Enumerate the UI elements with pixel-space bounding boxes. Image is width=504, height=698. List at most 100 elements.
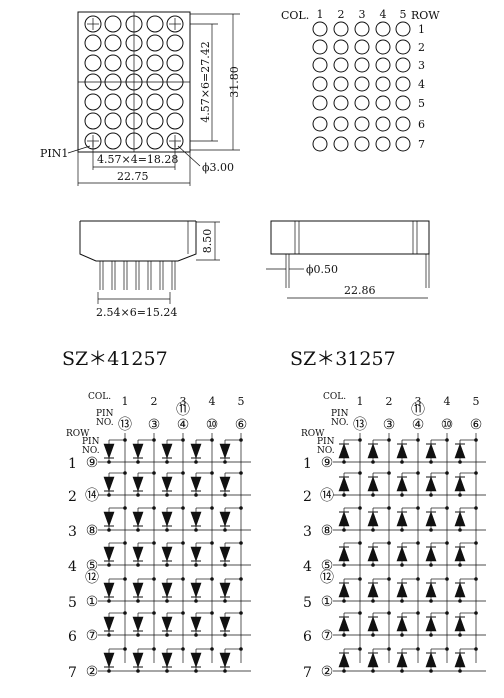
junction-dot bbox=[152, 577, 156, 581]
grid-dot bbox=[333, 39, 349, 55]
schem-row-pin: ① bbox=[321, 594, 334, 610]
led-diode bbox=[396, 652, 408, 668]
junction-dot bbox=[123, 577, 127, 581]
grid-dot bbox=[333, 76, 349, 92]
schem-col3-extra-pin: ⑪ bbox=[176, 402, 190, 418]
led-diode bbox=[103, 582, 115, 598]
junction-dot bbox=[181, 611, 185, 615]
schem-row4-extra-pin: ⑫ bbox=[320, 570, 334, 586]
led-diode bbox=[454, 582, 466, 598]
junction-dot bbox=[400, 528, 404, 532]
junction-dot bbox=[474, 438, 478, 442]
led-diode bbox=[454, 546, 466, 562]
grid-dot bbox=[333, 21, 349, 37]
schem-col-number: 1 bbox=[122, 395, 129, 408]
junction-dot bbox=[107, 528, 111, 532]
front-dot bbox=[146, 112, 164, 130]
schem-col-pin: ⑥ bbox=[235, 417, 248, 433]
schem-row-pin: ⑨ bbox=[321, 455, 334, 471]
led-diode bbox=[454, 652, 466, 668]
junction-dot bbox=[210, 506, 214, 510]
schem-row-number: 7 bbox=[303, 665, 312, 681]
schem-pin-label: NO. bbox=[96, 418, 114, 428]
grid-dot bbox=[333, 95, 349, 111]
junction-dot bbox=[371, 599, 375, 603]
junction-dot bbox=[239, 611, 243, 615]
schem-row-pin: ⑧ bbox=[86, 523, 99, 539]
led-diode bbox=[454, 476, 466, 492]
led-diode bbox=[338, 546, 350, 562]
junction-dot bbox=[458, 460, 462, 464]
led-diode bbox=[161, 652, 173, 668]
junction-dot bbox=[194, 493, 198, 497]
grid-dot bbox=[312, 57, 328, 73]
led-diode bbox=[219, 582, 231, 598]
junction-dot bbox=[181, 471, 185, 475]
grid-dot bbox=[333, 57, 349, 73]
junction-dot bbox=[210, 471, 214, 475]
grid-row-number: 3 bbox=[418, 59, 425, 72]
front-dot bbox=[84, 73, 102, 91]
junction-dot bbox=[107, 669, 111, 673]
junction-dot bbox=[400, 669, 404, 673]
junction-dot bbox=[181, 541, 185, 545]
front-dot bbox=[146, 73, 164, 91]
junction-dot bbox=[458, 633, 462, 637]
schem-col-number: 3 bbox=[415, 395, 422, 408]
front-dot bbox=[104, 93, 122, 111]
front-dot bbox=[166, 15, 184, 33]
front-dot bbox=[166, 112, 184, 130]
grid-col-number: 1 bbox=[317, 8, 324, 21]
led-diode bbox=[161, 511, 173, 527]
junction-dot bbox=[123, 647, 127, 651]
junction-dot bbox=[445, 577, 449, 581]
junction-dot bbox=[416, 647, 420, 651]
dim-col-pitch: 4.57×4=18.28 bbox=[97, 153, 178, 166]
front-dot bbox=[166, 34, 184, 52]
led-diode bbox=[103, 546, 115, 562]
schem-col-pin: ③ bbox=[383, 417, 396, 433]
front-dot bbox=[104, 112, 122, 130]
schem-col-number: 3 bbox=[180, 395, 187, 408]
junction-dot bbox=[358, 541, 362, 545]
junction-dot bbox=[165, 528, 169, 532]
front-dot bbox=[166, 54, 184, 72]
grid-dot bbox=[354, 57, 370, 73]
led-diode bbox=[396, 546, 408, 562]
junction-dot bbox=[165, 460, 169, 464]
schem-row-pin: ⑦ bbox=[86, 628, 99, 644]
led-diode bbox=[396, 616, 408, 632]
led-diode bbox=[161, 476, 173, 492]
front-dot bbox=[166, 73, 184, 91]
schem-col-number: 4 bbox=[444, 395, 451, 408]
junction-dot bbox=[210, 611, 214, 615]
junction-dot bbox=[123, 541, 127, 545]
schem-pin-label: PIN bbox=[317, 437, 335, 447]
led-diode bbox=[367, 582, 379, 598]
junction-dot bbox=[342, 669, 346, 673]
led-diode bbox=[103, 511, 115, 527]
junction-dot bbox=[223, 633, 227, 637]
junction-dot bbox=[371, 669, 375, 673]
junction-dot bbox=[165, 563, 169, 567]
schem-col-pin: ④ bbox=[412, 417, 425, 433]
junction-dot bbox=[239, 471, 243, 475]
junction-dot bbox=[152, 647, 156, 651]
junction-dot bbox=[210, 438, 214, 442]
led-diode bbox=[454, 443, 466, 459]
schem-row-label: ROW bbox=[301, 429, 325, 439]
junction-dot bbox=[416, 438, 420, 442]
junction-dot bbox=[416, 541, 420, 545]
junction-dot bbox=[210, 647, 214, 651]
junction-dot bbox=[445, 438, 449, 442]
junction-dot bbox=[371, 528, 375, 532]
schem-row-number: 1 bbox=[303, 456, 312, 472]
junction-dot bbox=[123, 471, 127, 475]
junction-dot bbox=[239, 541, 243, 545]
junction-dot bbox=[400, 493, 404, 497]
led-diode bbox=[425, 546, 437, 562]
junction-dot bbox=[107, 493, 111, 497]
junction-dot bbox=[181, 647, 185, 651]
front-dot bbox=[125, 73, 143, 91]
front-dot bbox=[104, 54, 122, 72]
